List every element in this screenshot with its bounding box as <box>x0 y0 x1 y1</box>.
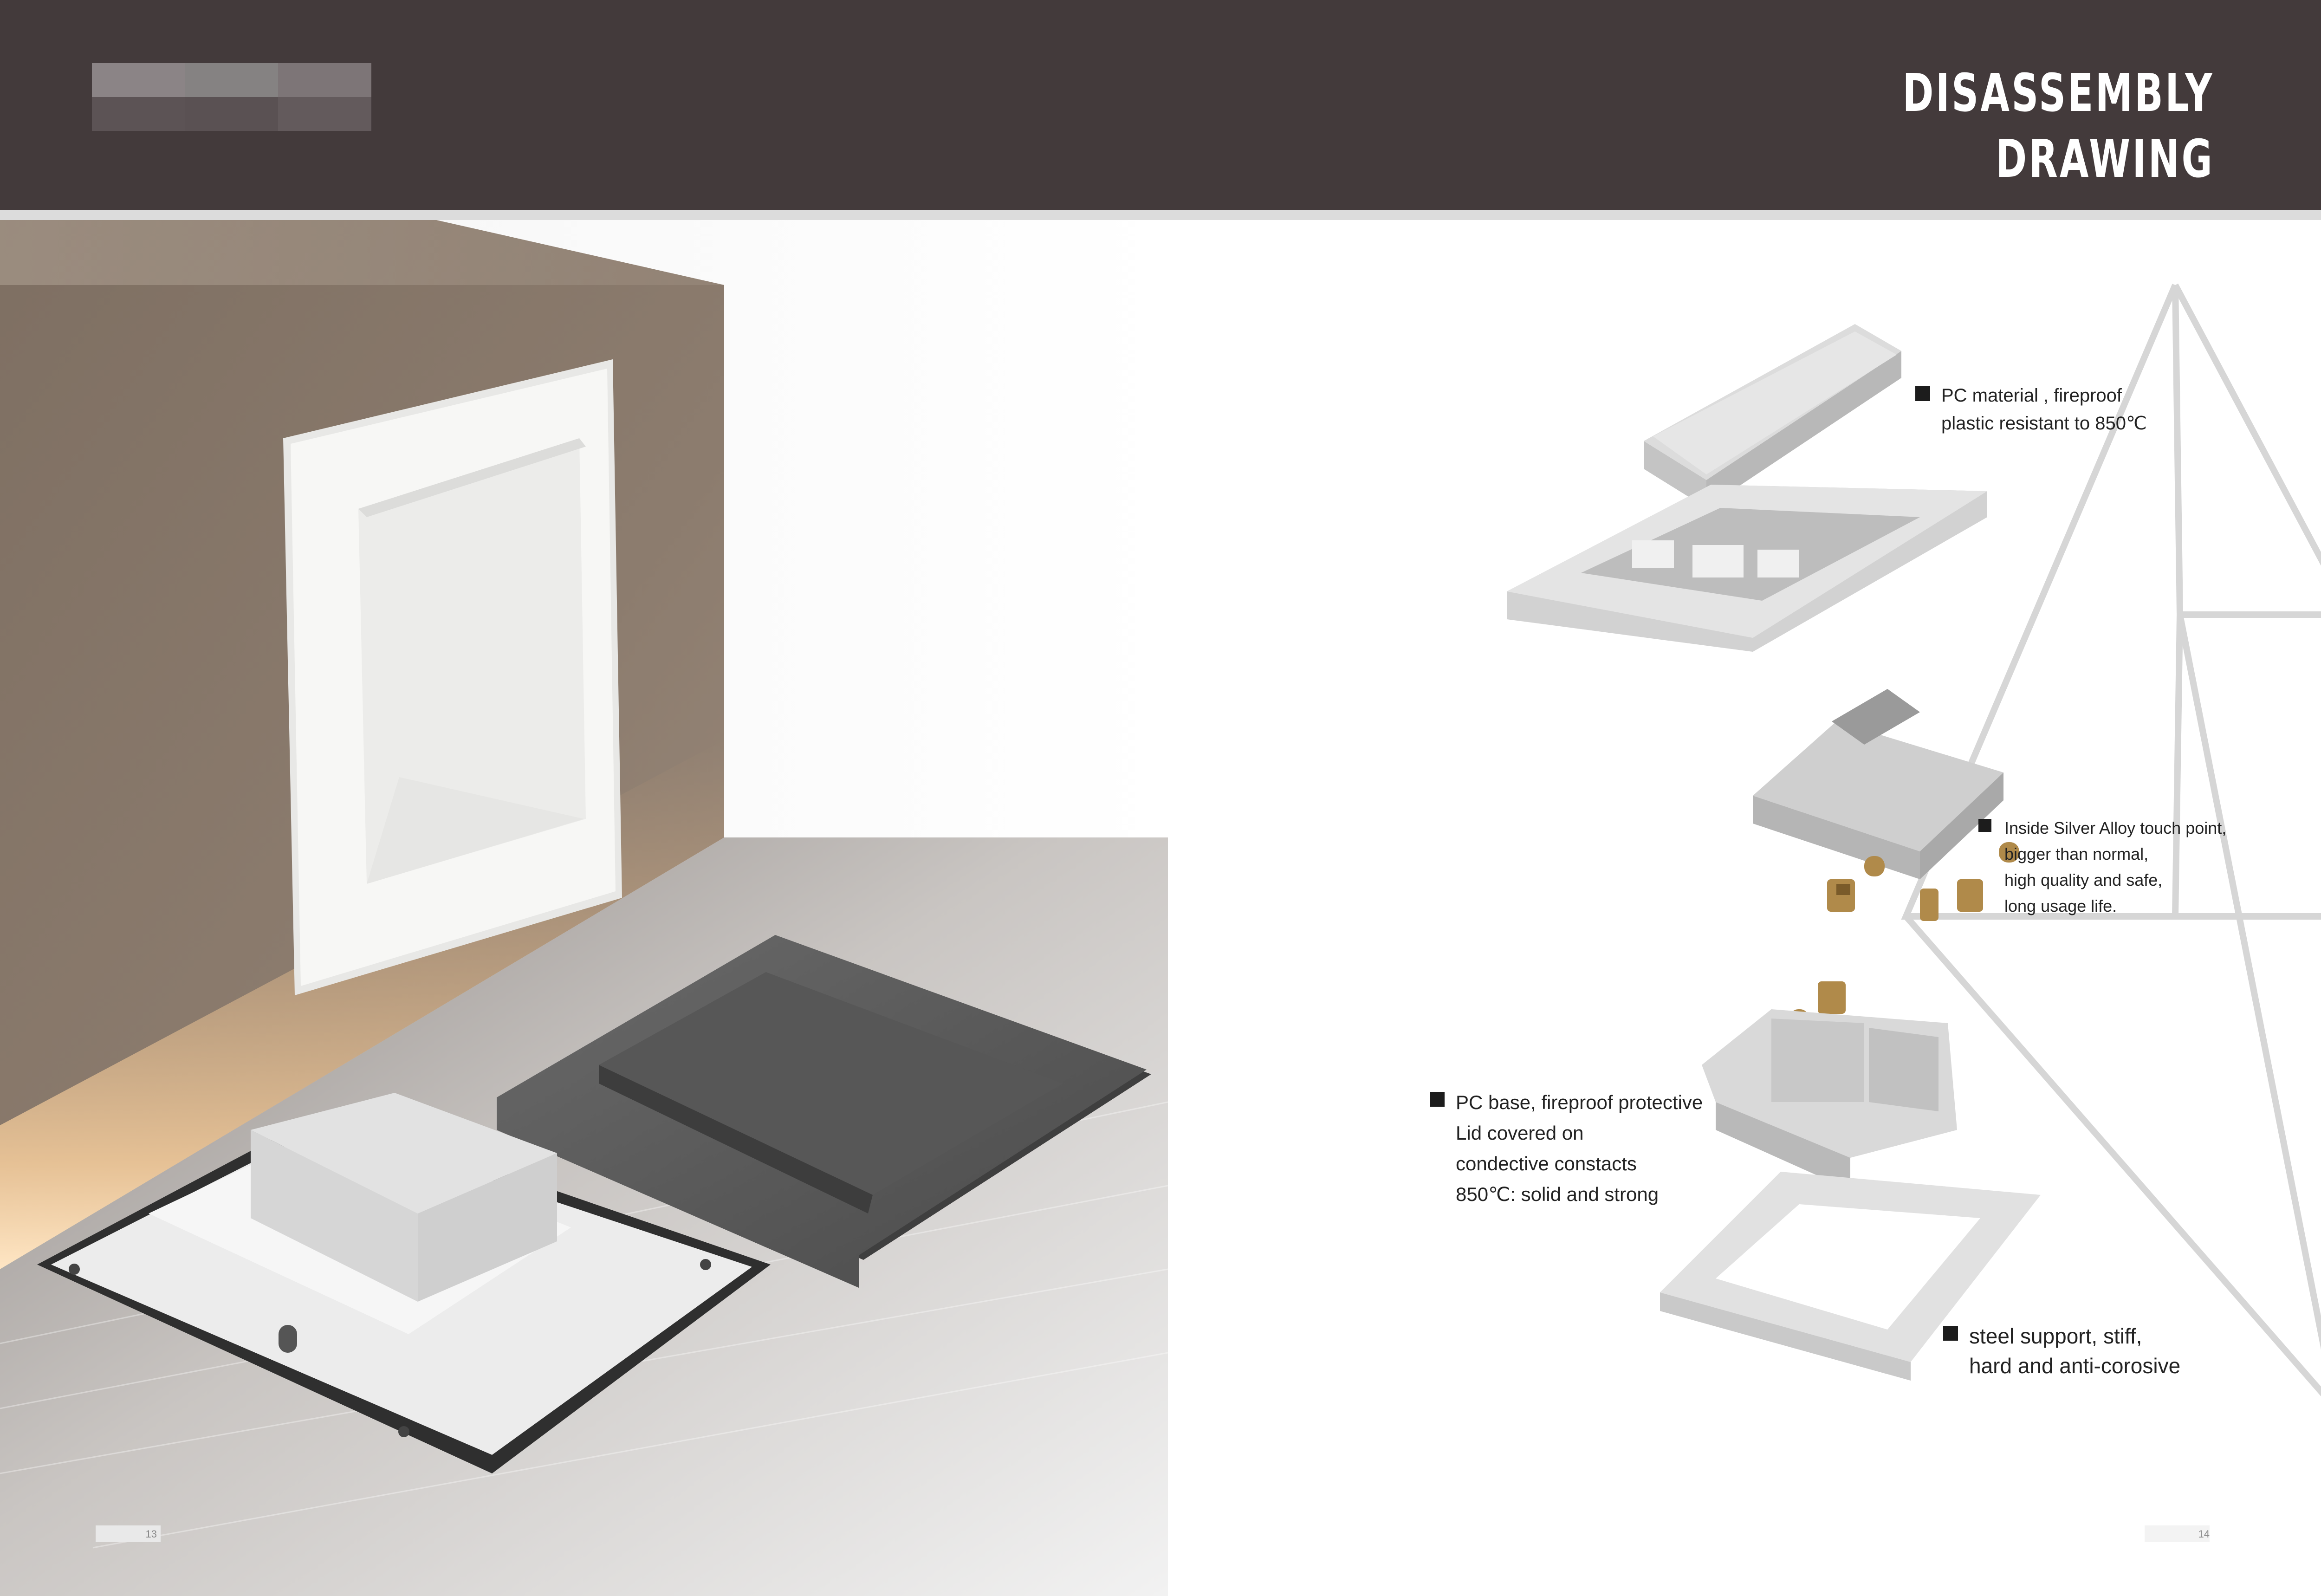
product-photo <box>0 220 1168 1596</box>
callout-line: Lid covered on <box>1456 1122 1584 1144</box>
callout-steel-support: steel support, stiff, hard and anti-coro… <box>1943 1321 2180 1381</box>
page-number-text: 14 <box>2198 1528 2210 1540</box>
callout-line: steel support, stiff, <box>1969 1324 2142 1348</box>
bullet-square <box>1978 819 1991 832</box>
exploded-diagram <box>1168 220 2321 1596</box>
callout-line: condective constacts <box>1456 1153 1637 1174</box>
title-line-2: DRAWING <box>1996 129 2214 189</box>
white-wall-switch <box>283 359 622 995</box>
header-banner: DISASSEMBLY DRAWING <box>0 0 2321 210</box>
bullet-square <box>1430 1092 1445 1107</box>
callout-base: PC base, fireproof protective Lid covere… <box>1430 1087 1703 1210</box>
switch-mechanism <box>1753 689 2003 879</box>
bullet-square <box>1943 1326 1958 1341</box>
callout-line: bigger than normal, <box>2004 844 2149 863</box>
rocker-cover <box>1644 324 1901 508</box>
steel-support <box>1660 1172 2041 1381</box>
callout-line: long usage life. <box>2004 896 2117 915</box>
pc-base <box>1702 1009 1957 1190</box>
callout-line: high quality and safe, <box>2004 870 2163 889</box>
socket-back-view <box>37 1093 771 1473</box>
dark-switch-plate <box>497 935 1151 1288</box>
page-number-right: 14 <box>2145 1525 2210 1542</box>
page-number-text: 13 <box>145 1528 157 1540</box>
front-frame <box>1507 485 1987 652</box>
header-divider <box>0 210 2321 220</box>
callout-line: 850℃: solid and strong <box>1456 1183 1659 1205</box>
brand-logo-blurred <box>92 63 371 131</box>
pyramid-outline <box>1901 283 2321 1397</box>
callout-line: Inside Silver Alloy touch point, <box>2004 818 2227 837</box>
page-number-left: 13 <box>96 1525 161 1542</box>
callout-contacts: Inside Silver Alloy touch point, bigger … <box>1978 815 2226 919</box>
callout-rocker-cover: PC material , fireproof plastic resistan… <box>1915 382 2147 437</box>
callout-line: plastic resistant to 850℃ <box>1941 413 2147 434</box>
page-title: DISASSEMBLY DRAWING <box>1813 60 2214 192</box>
callout-line: PC material , fireproof <box>1941 385 2122 406</box>
callout-line: PC base, fireproof protective <box>1456 1091 1703 1113</box>
callout-line: hard and anti-corosive <box>1969 1354 2181 1378</box>
bullet-square <box>1915 386 1930 401</box>
title-line-1: DISASSEMBLY <box>1902 63 2214 123</box>
